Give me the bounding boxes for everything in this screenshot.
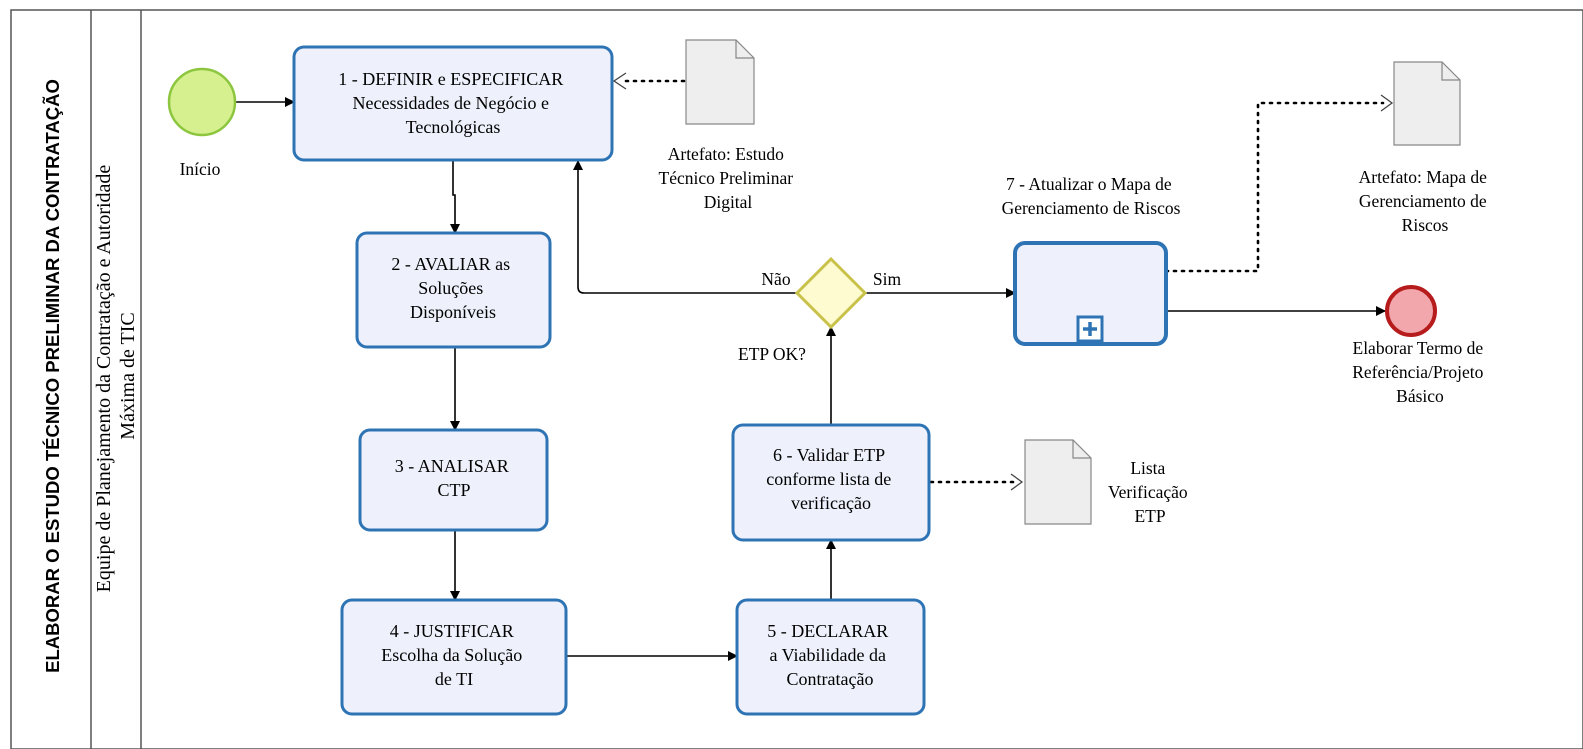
association-lista-arrowhead — [1010, 473, 1024, 491]
end-label-line2: Referência/Projeto — [1352, 362, 1483, 382]
artifact-etp-line3: Digital — [704, 192, 753, 212]
artifact-mapa-label: Artefato: Mapa de Gerenciamento de Risco… — [1359, 167, 1492, 235]
task-3-analisar: 3 - ANALISAR CTP — [358, 428, 549, 532]
association-etp-arrowhead — [612, 72, 627, 90]
end-event-label: Elaborar Termo de Referência/Projeto Bás… — [1352, 338, 1488, 406]
svg-text:6 - Validar ETP conforme: 6 - Validar ETP conforme lista de verifi… — [766, 445, 895, 513]
task-1-line3: Tecnológicas — [406, 117, 501, 137]
task-1-line1: 1 - DEFINIR e ESPECIFICAR — [338, 69, 563, 89]
plus-icon — [1076, 315, 1104, 343]
end-label-line1: Elaborar Termo de — [1353, 338, 1484, 358]
association-mapa-arrowhead — [1380, 94, 1394, 112]
task-5-declarar: 5 - DECLARAR a Viabilidade da Contrataçã… — [735, 598, 926, 716]
artifact-lista-label: Lista Verificação ETP — [1108, 458, 1192, 526]
task-2-line2: Soluções — [418, 278, 483, 298]
task-7-line2: Gerenciamento de Riscos — [1002, 198, 1181, 218]
artifact-lista-line2: Verificação — [1108, 482, 1188, 502]
sequence-flows — [236, 97, 1386, 661]
task-7-line1: 7 - Atualizar o Mapa de — [1006, 174, 1172, 194]
document-icon — [1024, 439, 1092, 525]
artifact-mapa-line2: Gerenciamento de — [1359, 191, 1487, 211]
task-4-line2: Escolha da Solução — [381, 645, 522, 665]
task-2-avaliar: 2 - AVALIAR as Soluções Disponíveis — [355, 231, 552, 349]
gateway-yes-label: Sim — [873, 269, 902, 289]
task-4-line3: de TI — [435, 669, 473, 689]
artifact-etp-line2: Técnico Preliminar — [659, 168, 794, 188]
task-3-line1: 3 - ANALISAR — [395, 456, 509, 476]
task-6-line2: conforme lista de — [766, 469, 891, 489]
artifact-mapa-line1: Artefato: Mapa de — [1359, 167, 1488, 187]
task-6-line1: 6 - Validar ETP — [773, 445, 885, 465]
task-5-line2: a Viabilidade da — [769, 645, 886, 665]
lane-title-line2: Máxima de TIC — [117, 312, 139, 439]
flow-gateway-no — [573, 160, 796, 294]
svg-text:1 - DEFINIR e ESPECIFICAR: 1 - DEFINIR e ESPECIFICAR Necessidades d… — [338, 69, 568, 137]
task-7-subprocess — [1013, 241, 1168, 346]
task-2-line1: 2 - AVALIAR as — [391, 254, 510, 274]
svg-text:4 - JUSTIFICAR Escolha d: 4 - JUSTIFICAR Escolha da Solução de TI — [381, 621, 526, 689]
gateway-etp-ok — [794, 256, 868, 330]
gateway-question: ETP OK? — [738, 344, 806, 364]
task-4-justificar: 4 - JUSTIFICAR Escolha da Solução de TI — [340, 598, 568, 716]
task-2-line3: Disponíveis — [410, 302, 496, 322]
task-7-label: 7 - Atualizar o Mapa de Gerenciamento de… — [1002, 174, 1181, 218]
task-6-validar: 6 - Validar ETP conforme lista de verifi… — [731, 423, 931, 542]
task-1-line2: Necessidades de Negócio e — [353, 93, 549, 113]
pool-title: ELABORAR O ESTUDO TÉCNICO PRELIMINAR DA … — [42, 79, 63, 673]
task-3-line2: CTP — [437, 480, 470, 500]
flow-t1-to-t2 — [450, 160, 460, 234]
artifact-mapa-line3: Riscos — [1402, 215, 1449, 235]
end-event — [1385, 285, 1437, 337]
end-label-line3: Básico — [1396, 386, 1444, 406]
task-4-line1: 4 - JUSTIFICAR — [390, 621, 514, 641]
lane-title-line1: Equipe de Planejamento da Contratação e … — [93, 165, 115, 593]
svg-text:2 - AVALIAR as Soluções: 2 - AVALIAR as Soluções Disponíveis — [391, 254, 514, 322]
artifact-etp-label: Artefato: Estudo Técnico Preliminar Digi… — [659, 144, 798, 212]
task-5-line1: 5 - DECLARAR — [767, 621, 888, 641]
task-5-line3: Contratação — [787, 669, 874, 689]
lane-title: Equipe de Planejamento da Contratação e … — [93, 160, 139, 593]
artifact-etp-line1: Artefato: Estudo — [668, 144, 784, 164]
task-1-definir: 1 - DEFINIR e ESPECIFICAR Necessidades d… — [292, 45, 614, 162]
association-mapa — [1164, 101, 1385, 273]
document-icon — [685, 39, 755, 125]
document-icon — [1393, 61, 1461, 146]
svg-text:5 - DECLARAR a Viabilida: 5 - DECLARAR a Viabilidade da Contrataçã… — [767, 621, 893, 689]
start-event-label: Início — [180, 159, 221, 179]
gateway-no-label: Não — [761, 269, 790, 289]
artifact-lista-line1: Lista — [1130, 458, 1165, 478]
artifact-lista-line3: ETP — [1134, 506, 1165, 526]
svg-text:3 - ANALISAR CTP: 3 - ANALISAR CTP — [395, 456, 514, 500]
task-6-line3: verificação — [791, 493, 871, 513]
associations — [612, 72, 1394, 491]
start-event — [167, 67, 237, 137]
